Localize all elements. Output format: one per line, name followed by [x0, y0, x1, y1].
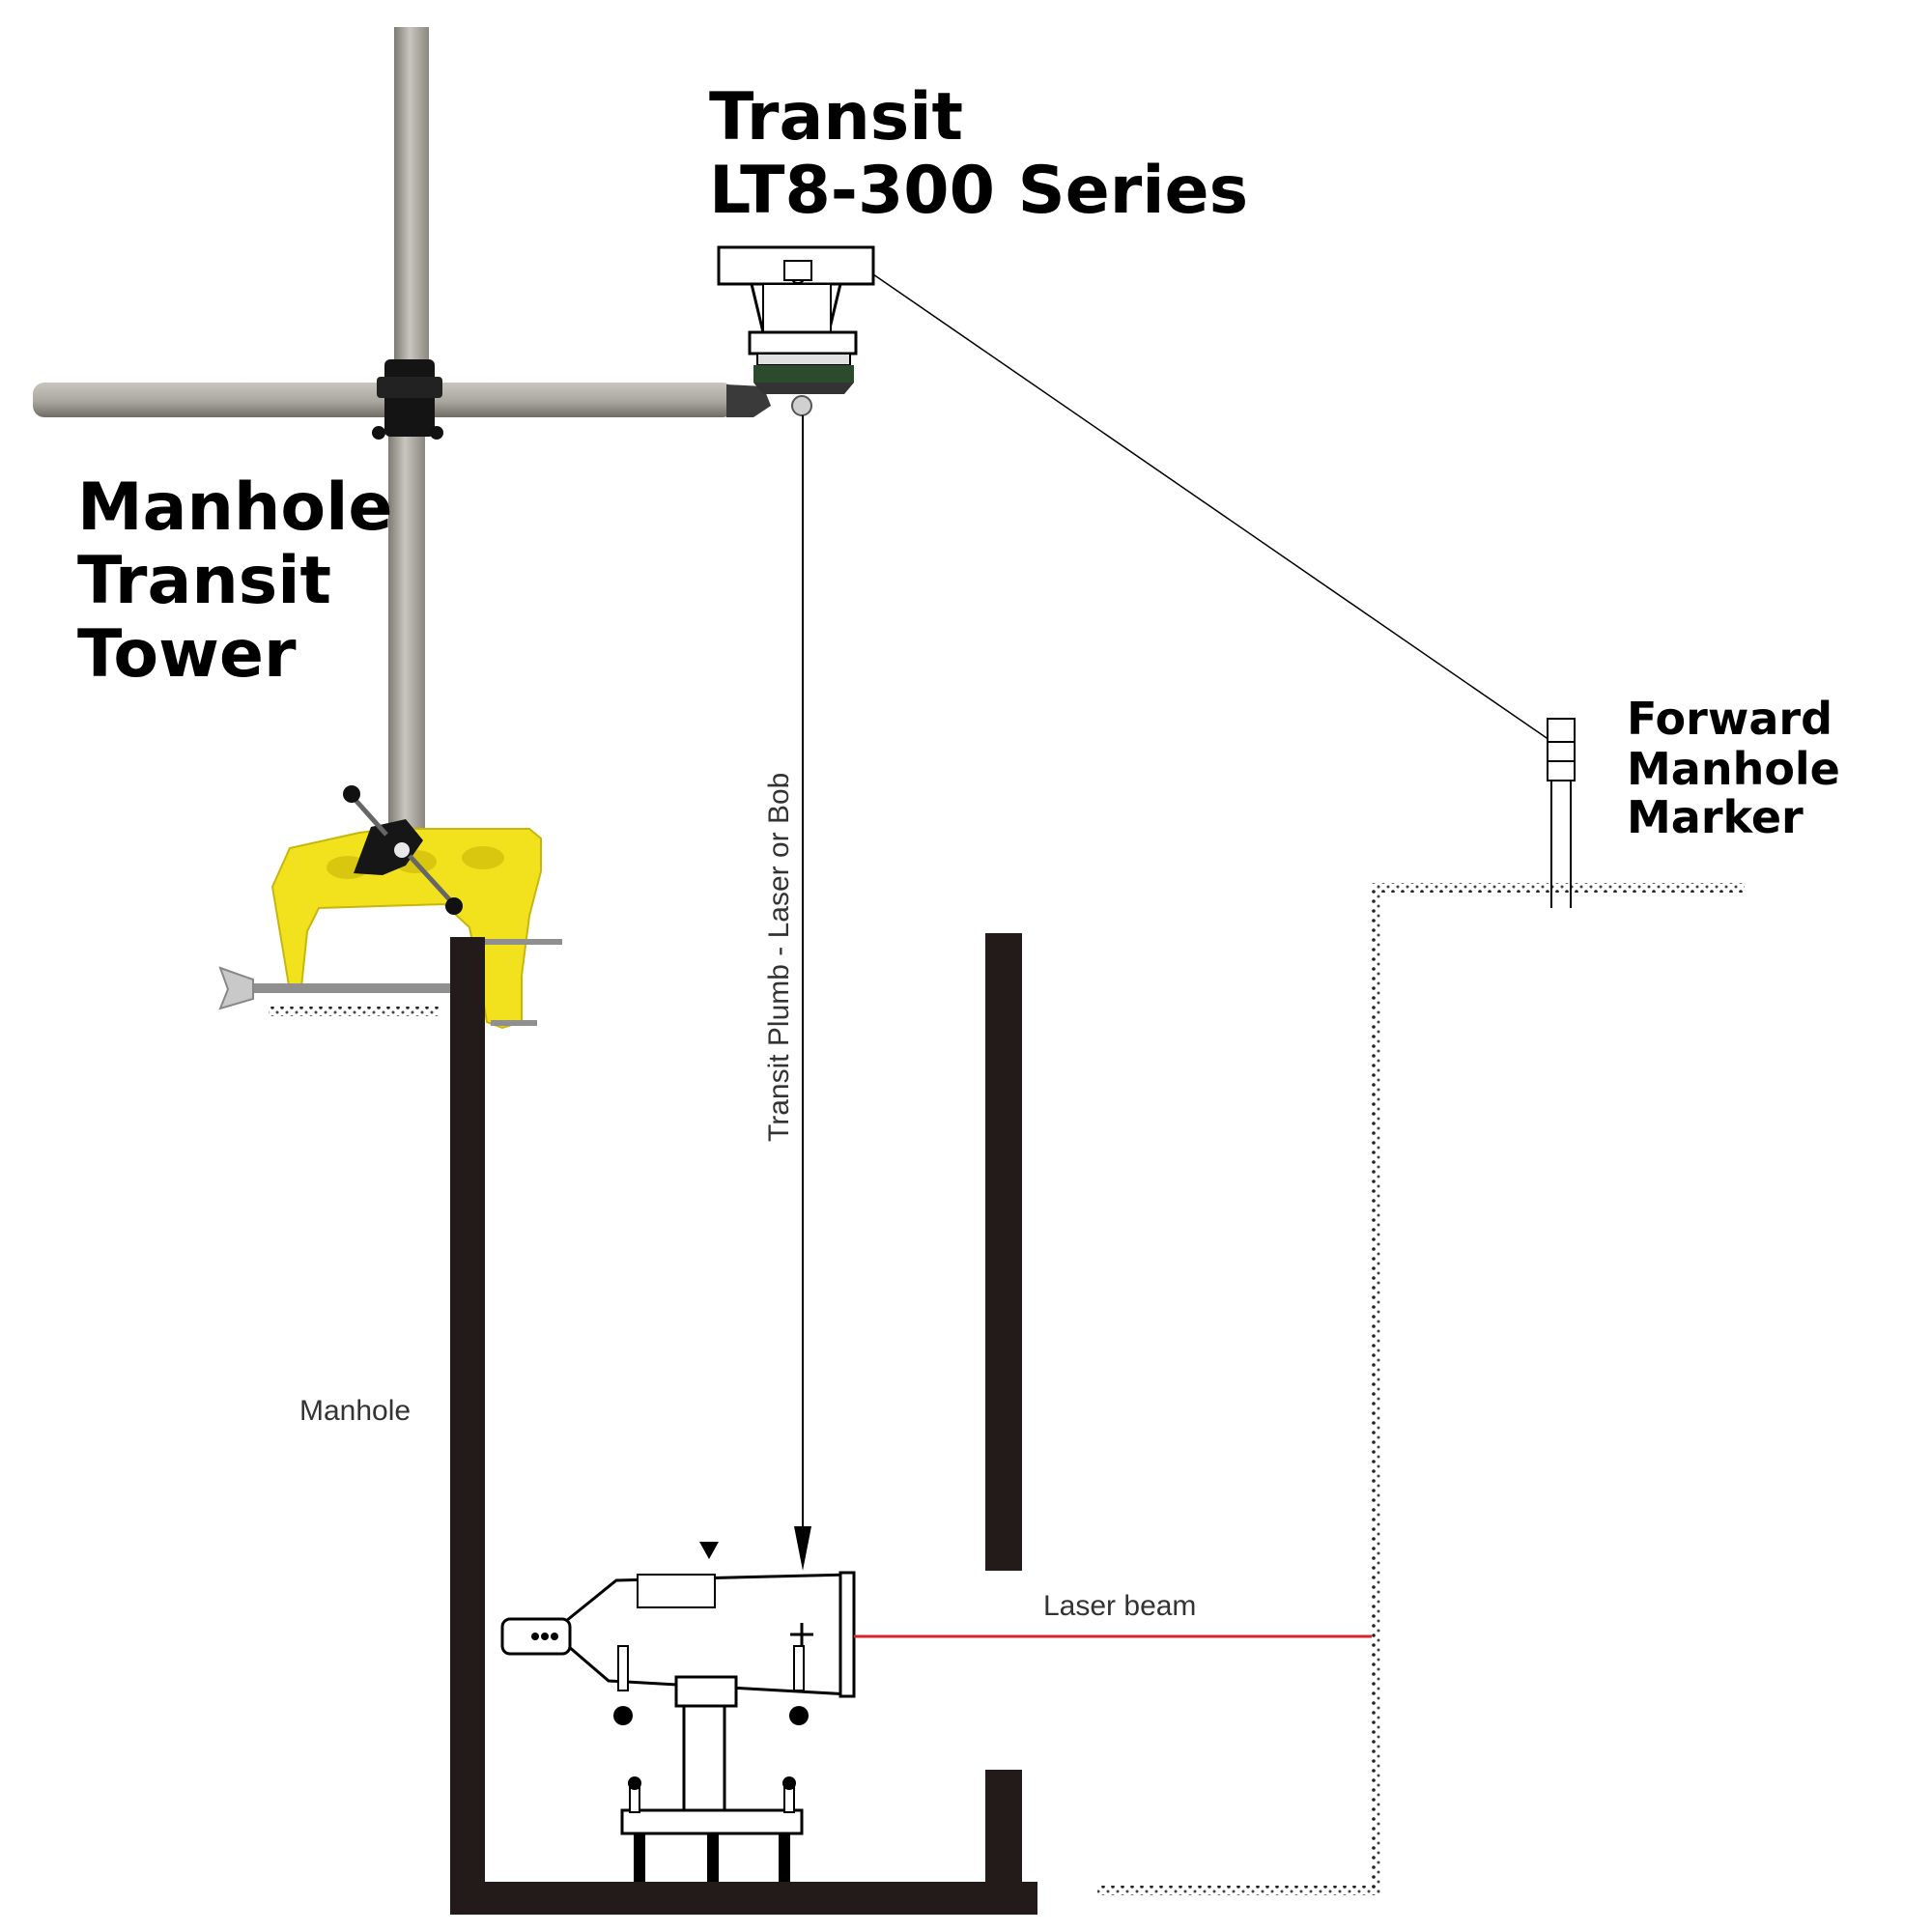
tower-title-line1: Manhole	[77, 469, 393, 546]
tower-title-line2: Transit	[77, 543, 331, 619]
pipe-laser	[500, 1542, 856, 1882]
plumb-mount-icon	[791, 395, 812, 416]
yellow-manhole-clamp	[218, 785, 562, 1030]
manhole-structure	[450, 933, 1037, 1915]
cross-clamp-knob-icon	[372, 426, 385, 440]
laser-beam-label: Laser beam	[1043, 1590, 1196, 1622]
transit-instrument	[717, 245, 875, 416]
transit-base-ring	[748, 330, 858, 355]
clamp-collar	[354, 819, 423, 875]
tower-horizontal-arm	[33, 383, 734, 417]
marker-title-line2: Manhole	[1627, 743, 1840, 795]
marker-title-line3: Marker	[1627, 791, 1804, 843]
pit-wall-dotted	[1372, 883, 1381, 1895]
manhole-right-wall-lower	[985, 1770, 1022, 1915]
manhole-label: Manhole	[299, 1395, 411, 1427]
ground-left-dotted	[269, 1007, 439, 1016]
tower-vertical-pole-bottom	[388, 425, 425, 831]
clamp-screw	[253, 983, 481, 993]
forward-manhole-marker	[1547, 718, 1576, 908]
tower-vertical-pole-top	[394, 27, 429, 375]
lever-knob-icon	[343, 785, 360, 803]
sight-line	[872, 273, 1550, 741]
tower-title-line3: Tower	[77, 616, 297, 693]
arm-end-bracket	[726, 384, 771, 417]
transit-title-line2: LT8-300 Series	[709, 153, 1248, 229]
laser-top-marker-icon	[699, 1542, 719, 1559]
wing-nut-icon	[218, 966, 254, 1010]
plumb-label: Transit Plumb - Laser or Bob	[763, 773, 795, 1142]
transit-green-band	[753, 365, 854, 383]
manhole-right-wall-upper	[985, 933, 1022, 1571]
ground-right-dotted	[1378, 883, 1745, 893]
pit-floor-dotted	[1097, 1886, 1381, 1895]
transit-title-line1: Transit	[709, 79, 963, 156]
manhole-left-wall	[450, 937, 485, 1915]
manhole-floor	[450, 1882, 1037, 1915]
marker-title-line1: Forward	[1627, 693, 1833, 745]
plumb-bob-icon	[794, 1526, 811, 1571]
manhole-transit-tower	[33, 27, 771, 831]
